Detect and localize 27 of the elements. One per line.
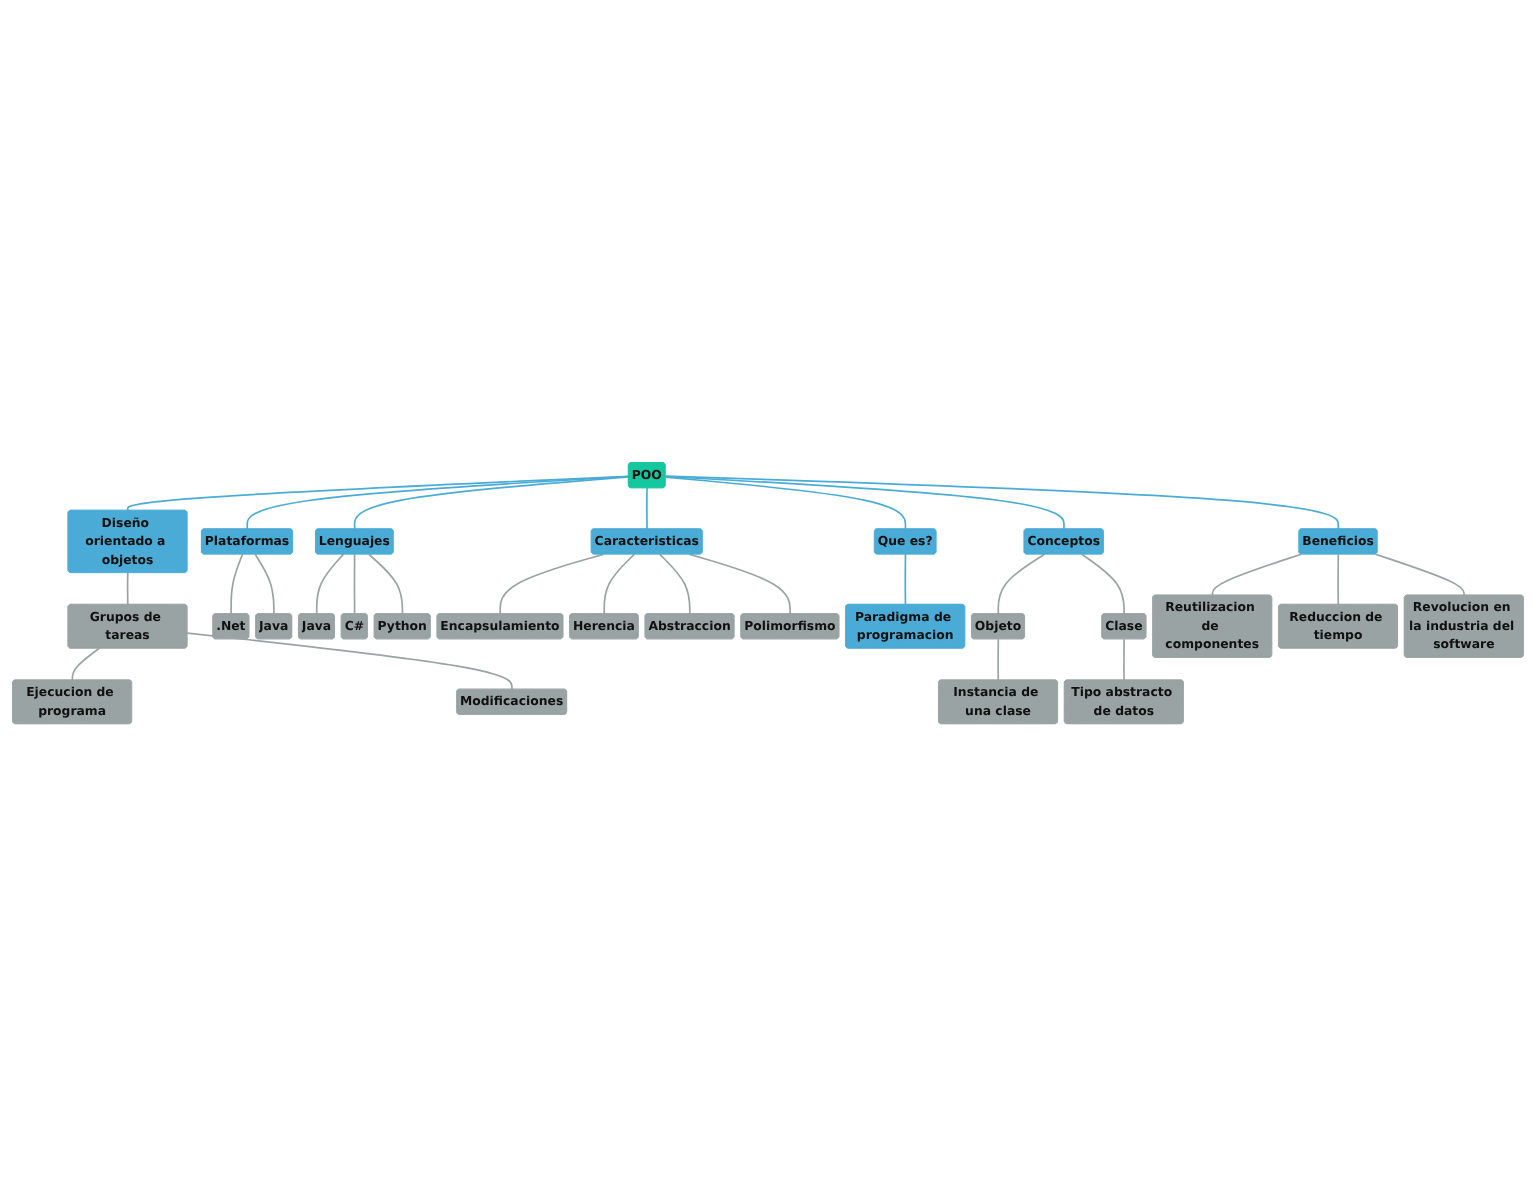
connector: [904, 554, 907, 607]
connector: [499, 554, 605, 616]
connector: [368, 554, 404, 616]
connector: [1123, 639, 1125, 682]
connector: [246, 476, 630, 531]
connector: [353, 476, 630, 531]
connector: [315, 554, 345, 616]
connector: [1374, 554, 1465, 598]
connector: [254, 554, 275, 616]
connector: [646, 488, 648, 531]
connector: [997, 639, 1000, 682]
connector: [688, 554, 791, 616]
connector: [658, 554, 691, 616]
connector: [603, 554, 636, 616]
connector: [997, 554, 1046, 616]
connector: [71, 648, 101, 682]
connector: [1211, 554, 1302, 598]
connector: [664, 476, 1065, 531]
connector: [186, 633, 513, 692]
connector: [126, 572, 129, 607]
connector: [126, 476, 630, 513]
connector: [353, 554, 356, 616]
connector: [664, 477, 907, 531]
connector: [664, 476, 1340, 531]
connector: [1337, 554, 1340, 607]
connector: [1081, 554, 1125, 616]
connector: [230, 554, 244, 616]
